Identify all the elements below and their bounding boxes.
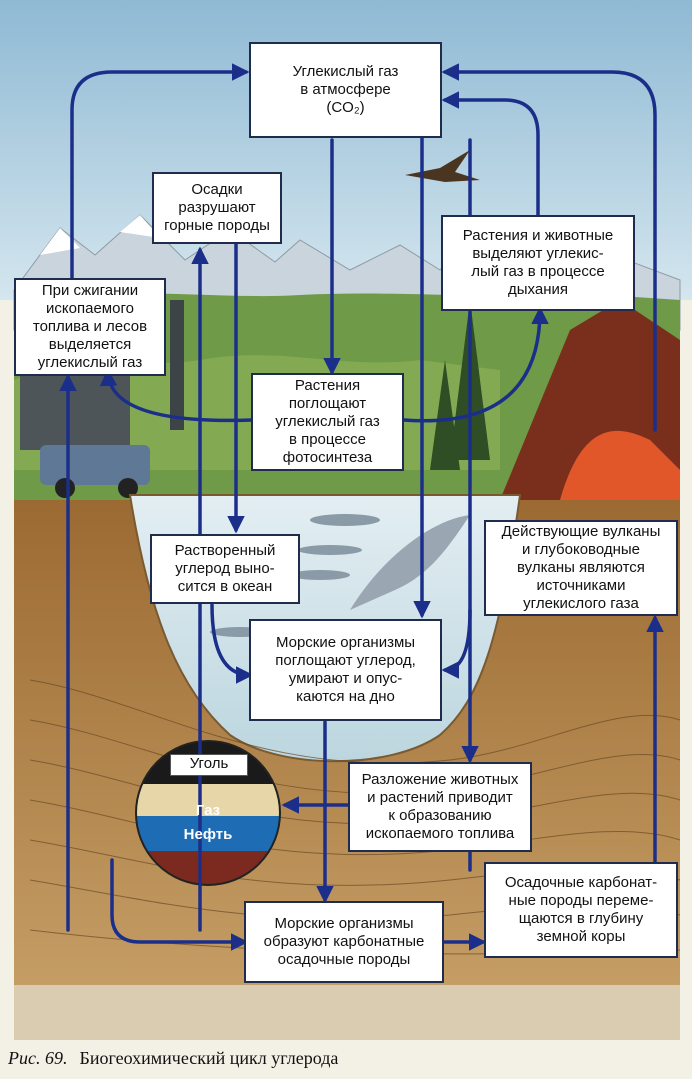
box-marine-absorb: Морские организмы поглощают углерод, уми…	[249, 619, 442, 721]
arrow-photosynthesis-to-respiration	[402, 306, 549, 423]
box-photosynthesis: Растения поглощают углекислый газ в проц…	[251, 373, 404, 471]
box-respiration: Растения и животные выделяют углекис- лы…	[441, 215, 635, 311]
box-combustion: При сжигании ископаемого топлива и лесов…	[14, 278, 166, 376]
arrow-dissolved-to-marine	[210, 603, 254, 684]
figure-caption: Рис. 69. Биогеохимический цикл углерода	[8, 1048, 338, 1069]
gas-label: Газ	[195, 802, 221, 819]
coal-label: Уголь	[170, 754, 248, 776]
figure-title: Биогеохимический цикл углерода	[79, 1048, 339, 1068]
arrow-atmosphere-to-respiration-loop	[441, 63, 657, 432]
lava	[560, 430, 680, 520]
sea-floor	[14, 985, 680, 1040]
box-marine-carbonate: Морские организмы образуют карбонатные о…	[244, 901, 444, 983]
figure-number: Рис. 69.	[8, 1048, 68, 1068]
box-atmosphere: Углекислый газ в атмосфере (CO₂)	[249, 42, 442, 138]
arrow-respiration-to-atmosphere	[441, 91, 540, 217]
arrow-bottom-loop	[110, 858, 249, 951]
arrow-combustion-to-atmosphere	[70, 63, 250, 280]
box-volcanoes: Действующие вулканы и глубоководные вулк…	[484, 520, 678, 616]
chimney	[170, 300, 184, 430]
box-sediments: Осадки разрушают горные породы	[152, 172, 282, 244]
arrow-photosynthesis-to-combustion	[99, 368, 254, 423]
oil-label: Нефть	[183, 826, 233, 843]
car	[40, 445, 150, 485]
box-decomposition: Разложение животных и растений приводит …	[348, 762, 532, 852]
box-dissolved: Растворенный углерод выно- сится в океан	[150, 534, 300, 604]
pine-trees	[430, 300, 490, 470]
shark	[350, 515, 470, 610]
box-carbonate-rocks: Осадочные карбонат- ные породы переме- щ…	[484, 862, 678, 958]
